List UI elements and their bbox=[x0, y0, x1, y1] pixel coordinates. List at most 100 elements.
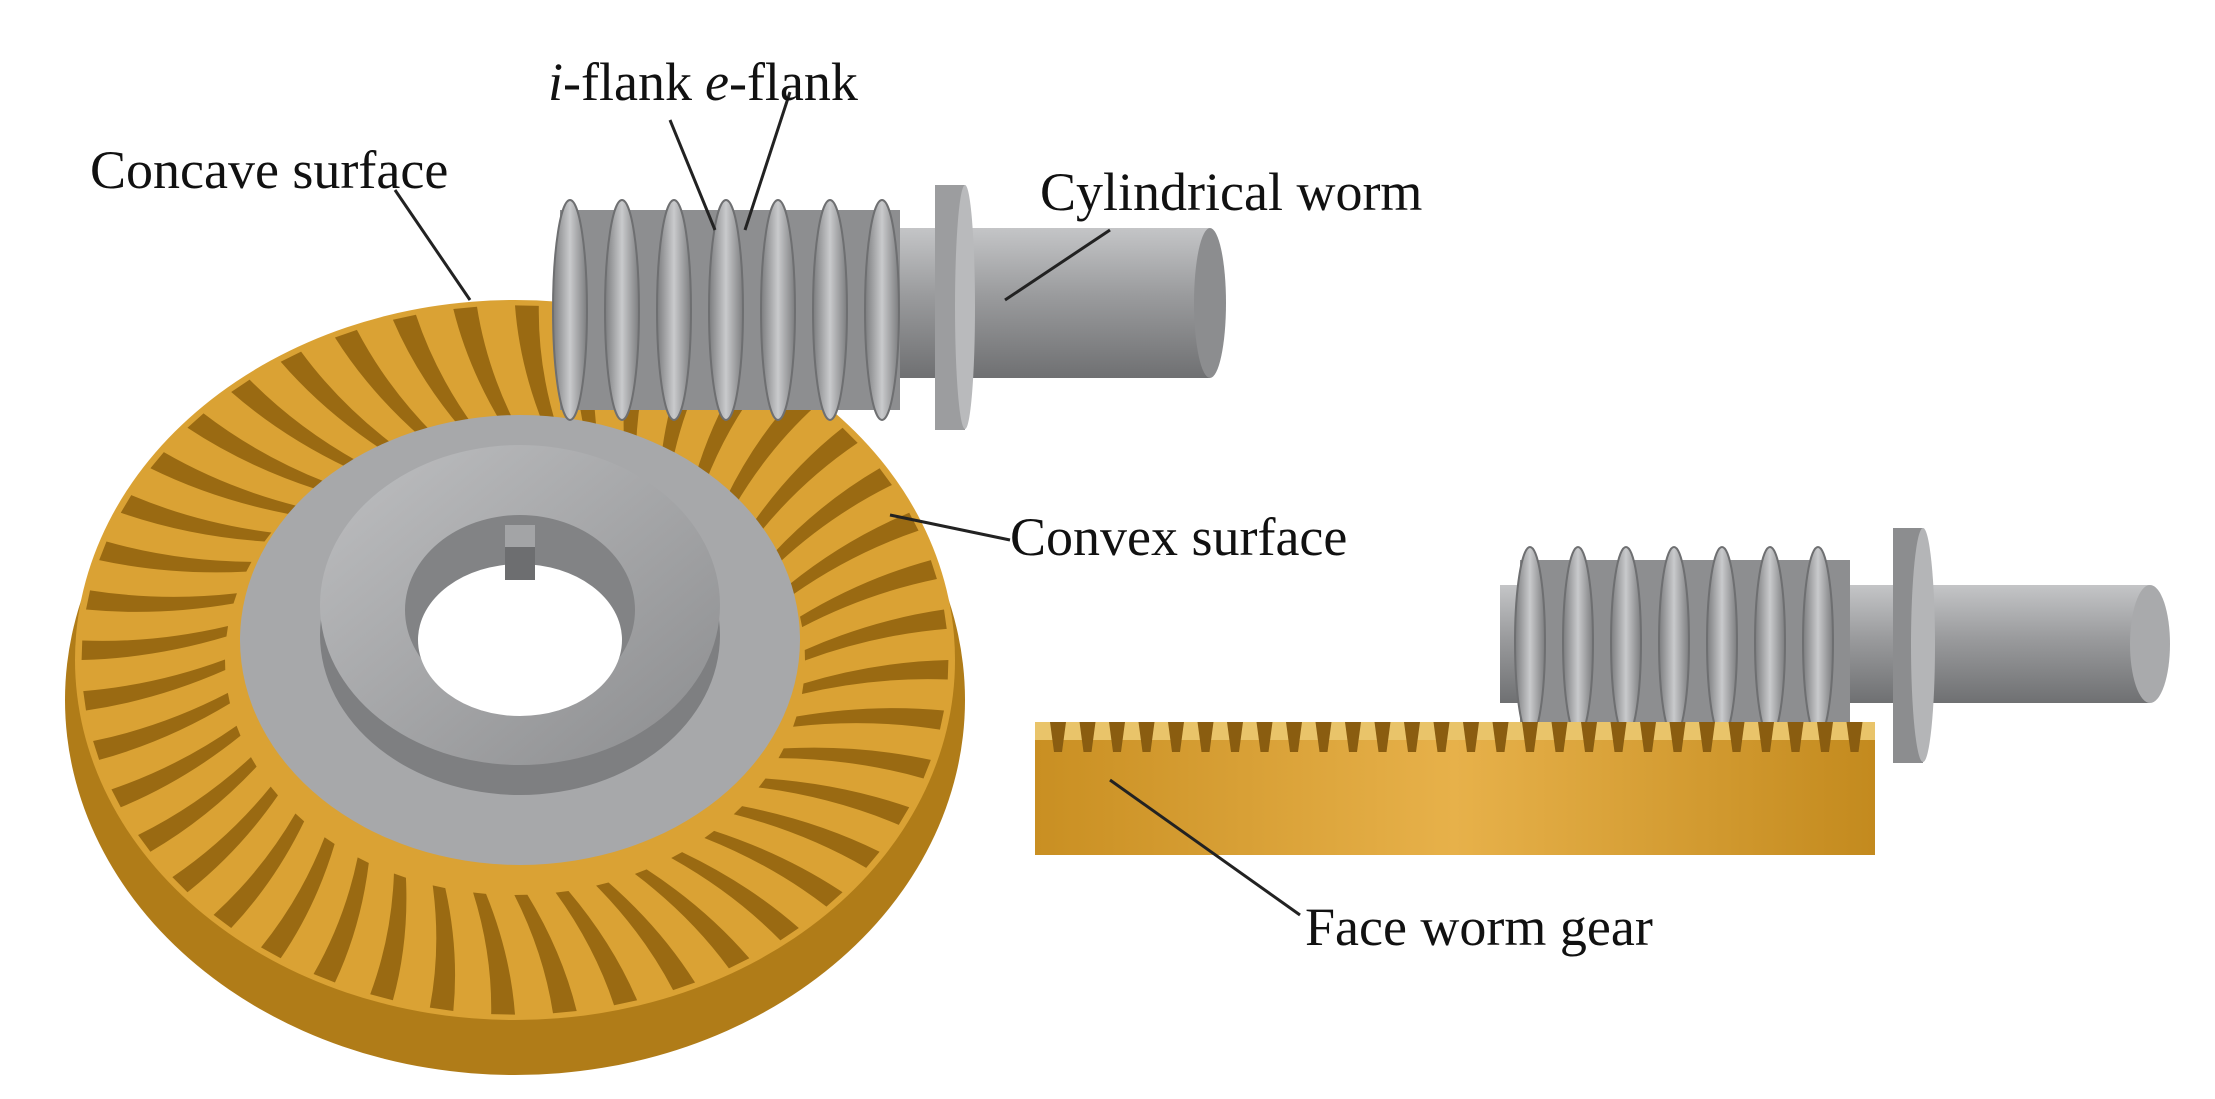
leader-convex bbox=[889, 513, 1011, 542]
leader-concave bbox=[393, 189, 472, 301]
side-worm-thread bbox=[1754, 546, 1786, 738]
gear-tooth-gap bbox=[111, 725, 241, 808]
gear-tooth-gap bbox=[138, 757, 257, 852]
gear-tooth-gap bbox=[260, 837, 335, 959]
gear-tooth-gap bbox=[801, 660, 949, 694]
worm-thread bbox=[864, 199, 900, 421]
side-worm-thread bbox=[1706, 546, 1738, 738]
side-gear-tooth bbox=[1168, 722, 1184, 752]
worm-collar-face bbox=[955, 185, 975, 429]
leader-face-worm-gear bbox=[1109, 778, 1301, 917]
gear-tooth-gap bbox=[172, 786, 278, 893]
side-gear-tooth bbox=[1846, 722, 1863, 752]
label-cylindrical-worm: Cylindrical worm bbox=[1040, 162, 1422, 222]
side-gear-tooth bbox=[1227, 722, 1243, 752]
side-gear-tooth bbox=[1256, 722, 1273, 752]
side-worm-thread bbox=[1562, 546, 1594, 738]
side-gear-tooth bbox=[1050, 722, 1066, 752]
gear-bore bbox=[418, 564, 622, 716]
gear-tooth-gap bbox=[231, 379, 359, 468]
leader-i-flank bbox=[668, 119, 717, 231]
gear-tooth-gap bbox=[555, 890, 638, 1006]
worm-thread bbox=[760, 199, 796, 421]
worm-threads bbox=[552, 199, 900, 421]
side-gear-rim bbox=[1035, 735, 1875, 855]
worm-thread bbox=[708, 199, 744, 421]
side-gear-tooth bbox=[1345, 722, 1361, 752]
side-gear-tooth bbox=[1522, 722, 1538, 752]
side-gear-tooth bbox=[1699, 722, 1715, 752]
gear-tooth-gap bbox=[280, 351, 396, 451]
gear-tooth-gap bbox=[789, 512, 919, 595]
gear-tooth-gap bbox=[334, 329, 434, 438]
gear-tooth-gap bbox=[800, 560, 937, 628]
label-face-worm-gear: Face worm gear bbox=[1305, 897, 1653, 957]
side-gear-tooth bbox=[1669, 722, 1686, 752]
worm-thread bbox=[656, 199, 692, 421]
side-gear-tooth bbox=[1404, 722, 1420, 752]
side-gear-tooth bbox=[1787, 722, 1804, 752]
gear-tooth-gap bbox=[793, 708, 944, 730]
gear-tooth-gap bbox=[752, 427, 858, 534]
label-i-flank: i-flank bbox=[548, 52, 692, 112]
gear-tooth-gap bbox=[370, 873, 407, 1001]
side-gear-tooth bbox=[1640, 722, 1656, 752]
leader-lines bbox=[393, 91, 1301, 917]
side-gear-tooth bbox=[1728, 722, 1745, 752]
gear-tooth-gap bbox=[473, 892, 515, 1015]
gear-tooth-gap bbox=[514, 894, 577, 1014]
gear-tooth-gap bbox=[429, 885, 456, 1011]
gear-tooth-gap bbox=[758, 778, 910, 825]
side-worm-thread bbox=[1610, 546, 1642, 738]
gear-tooth-gap bbox=[453, 306, 516, 426]
side-gear-tooth bbox=[1610, 722, 1627, 752]
face-gear-top-view bbox=[65, 300, 965, 1075]
gear-tooth-gap bbox=[515, 305, 557, 428]
gear-tooth-gap bbox=[804, 609, 947, 661]
gear-tooth-gap bbox=[725, 392, 817, 507]
gear-tooth-gap bbox=[596, 882, 696, 991]
gear-tooth-gap bbox=[773, 468, 892, 563]
gear-teeth bbox=[81, 305, 949, 1015]
side-worm-collar-face bbox=[1911, 528, 1935, 762]
gear-tooth-gap bbox=[150, 452, 297, 514]
gear-tooth-gap bbox=[313, 857, 369, 983]
gear-tooth-gap bbox=[634, 869, 750, 969]
side-worm-shaft-end bbox=[2130, 585, 2170, 703]
gear-tooth-gap bbox=[93, 692, 230, 760]
worm-shaft-end bbox=[1194, 228, 1226, 378]
side-gear-teeth bbox=[1050, 722, 1863, 752]
gear-tooth-gap bbox=[99, 541, 252, 573]
side-gear-tooth bbox=[1758, 722, 1774, 752]
gear-tooth-gap bbox=[733, 806, 880, 868]
gear-tooth-gap bbox=[120, 495, 272, 542]
gear-tooth-gap bbox=[671, 852, 799, 941]
side-gear-tooth bbox=[1109, 722, 1125, 752]
side-gear-tooth bbox=[1433, 722, 1450, 752]
worm-thread bbox=[812, 199, 848, 421]
side-gear-tooth bbox=[1492, 722, 1509, 752]
leader-e-flank bbox=[743, 91, 792, 231]
side-gear-tooth bbox=[1374, 722, 1391, 752]
side-gear-tooth bbox=[1286, 722, 1302, 752]
gear-tooth-gap bbox=[83, 659, 226, 711]
side-gear-tooth bbox=[1315, 722, 1332, 752]
gear-tooth-gap bbox=[704, 830, 843, 907]
gear-tooth-gap bbox=[392, 314, 475, 430]
side-worm-thread bbox=[1658, 546, 1690, 738]
gear-keyway-face bbox=[505, 525, 535, 547]
label-convex-surface: Convex surface bbox=[1010, 507, 1347, 567]
side-worm-thread bbox=[1514, 546, 1546, 738]
gear-tooth-gap bbox=[213, 813, 305, 928]
side-worm-thread bbox=[1802, 546, 1834, 738]
gear-tooth-gap bbox=[86, 590, 237, 612]
side-gear-tooth bbox=[1138, 722, 1155, 752]
gear-tooth-gap bbox=[187, 413, 326, 490]
side-gear-tooth bbox=[1581, 722, 1597, 752]
worm-thread bbox=[552, 199, 588, 421]
side-gear-tooth bbox=[1079, 722, 1096, 752]
side-gear-rim-top bbox=[1035, 722, 1875, 740]
cylindrical-worm-top bbox=[552, 185, 1226, 430]
label-e-flank: e-flank bbox=[705, 52, 858, 112]
